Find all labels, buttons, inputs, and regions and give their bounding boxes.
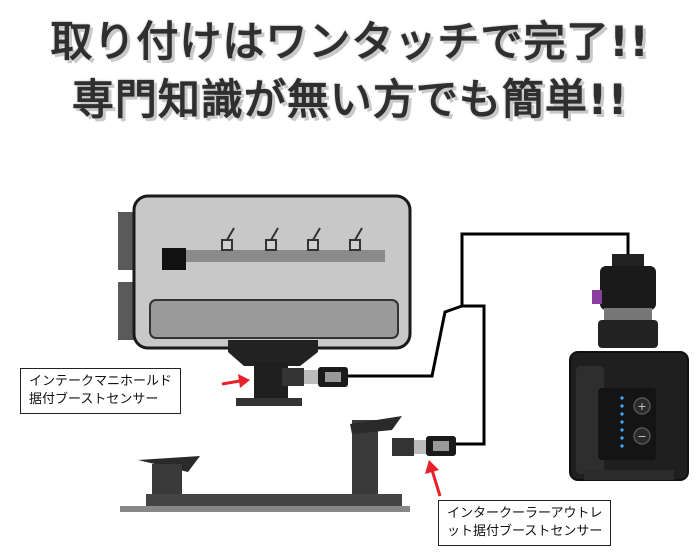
engine-illustration — [118, 194, 412, 406]
callout-outlet-line-1: インタークーラーアウトレ — [447, 506, 603, 521]
controller-unit: + − — [569, 351, 689, 481]
headline-line-1: 取り付けはワンタッチで完了!! — [50, 17, 650, 66]
controller-connector — [592, 254, 658, 348]
arrow-to-manifold-sensor — [221, 374, 250, 388]
callout-manifold-line-2: 据付ブーストセンサー — [29, 392, 159, 407]
outlet-boost-sensor — [392, 436, 456, 456]
arrow-to-outlet-sensor — [425, 460, 442, 497]
minus-button[interactable] — [633, 427, 651, 445]
plus-symbol: + — [637, 400, 646, 413]
led-indicators — [620, 396, 624, 448]
pointer-arrows — [221, 374, 442, 497]
plus-button[interactable] — [633, 397, 651, 415]
headline-line-2: 専門知識が無い方でも簡単!! — [71, 75, 629, 124]
callout-manifold-line-1: インテークマニホールド — [29, 374, 173, 389]
manifold-boost-sensor — [282, 367, 348, 387]
minus-symbol: − — [637, 430, 646, 443]
callout-manifold-sensor: インテークマニホールド 据付ブーストセンサー — [20, 368, 182, 414]
callout-outlet-sensor: インタークーラーアウトレ ット据付ブーストセンサー — [438, 500, 612, 546]
callout-outlet-line-2: ット据付ブーストセンサー — [447, 524, 603, 539]
sensor-wiring — [346, 232, 630, 446]
intercooler-pipe-illustration — [120, 416, 410, 512]
